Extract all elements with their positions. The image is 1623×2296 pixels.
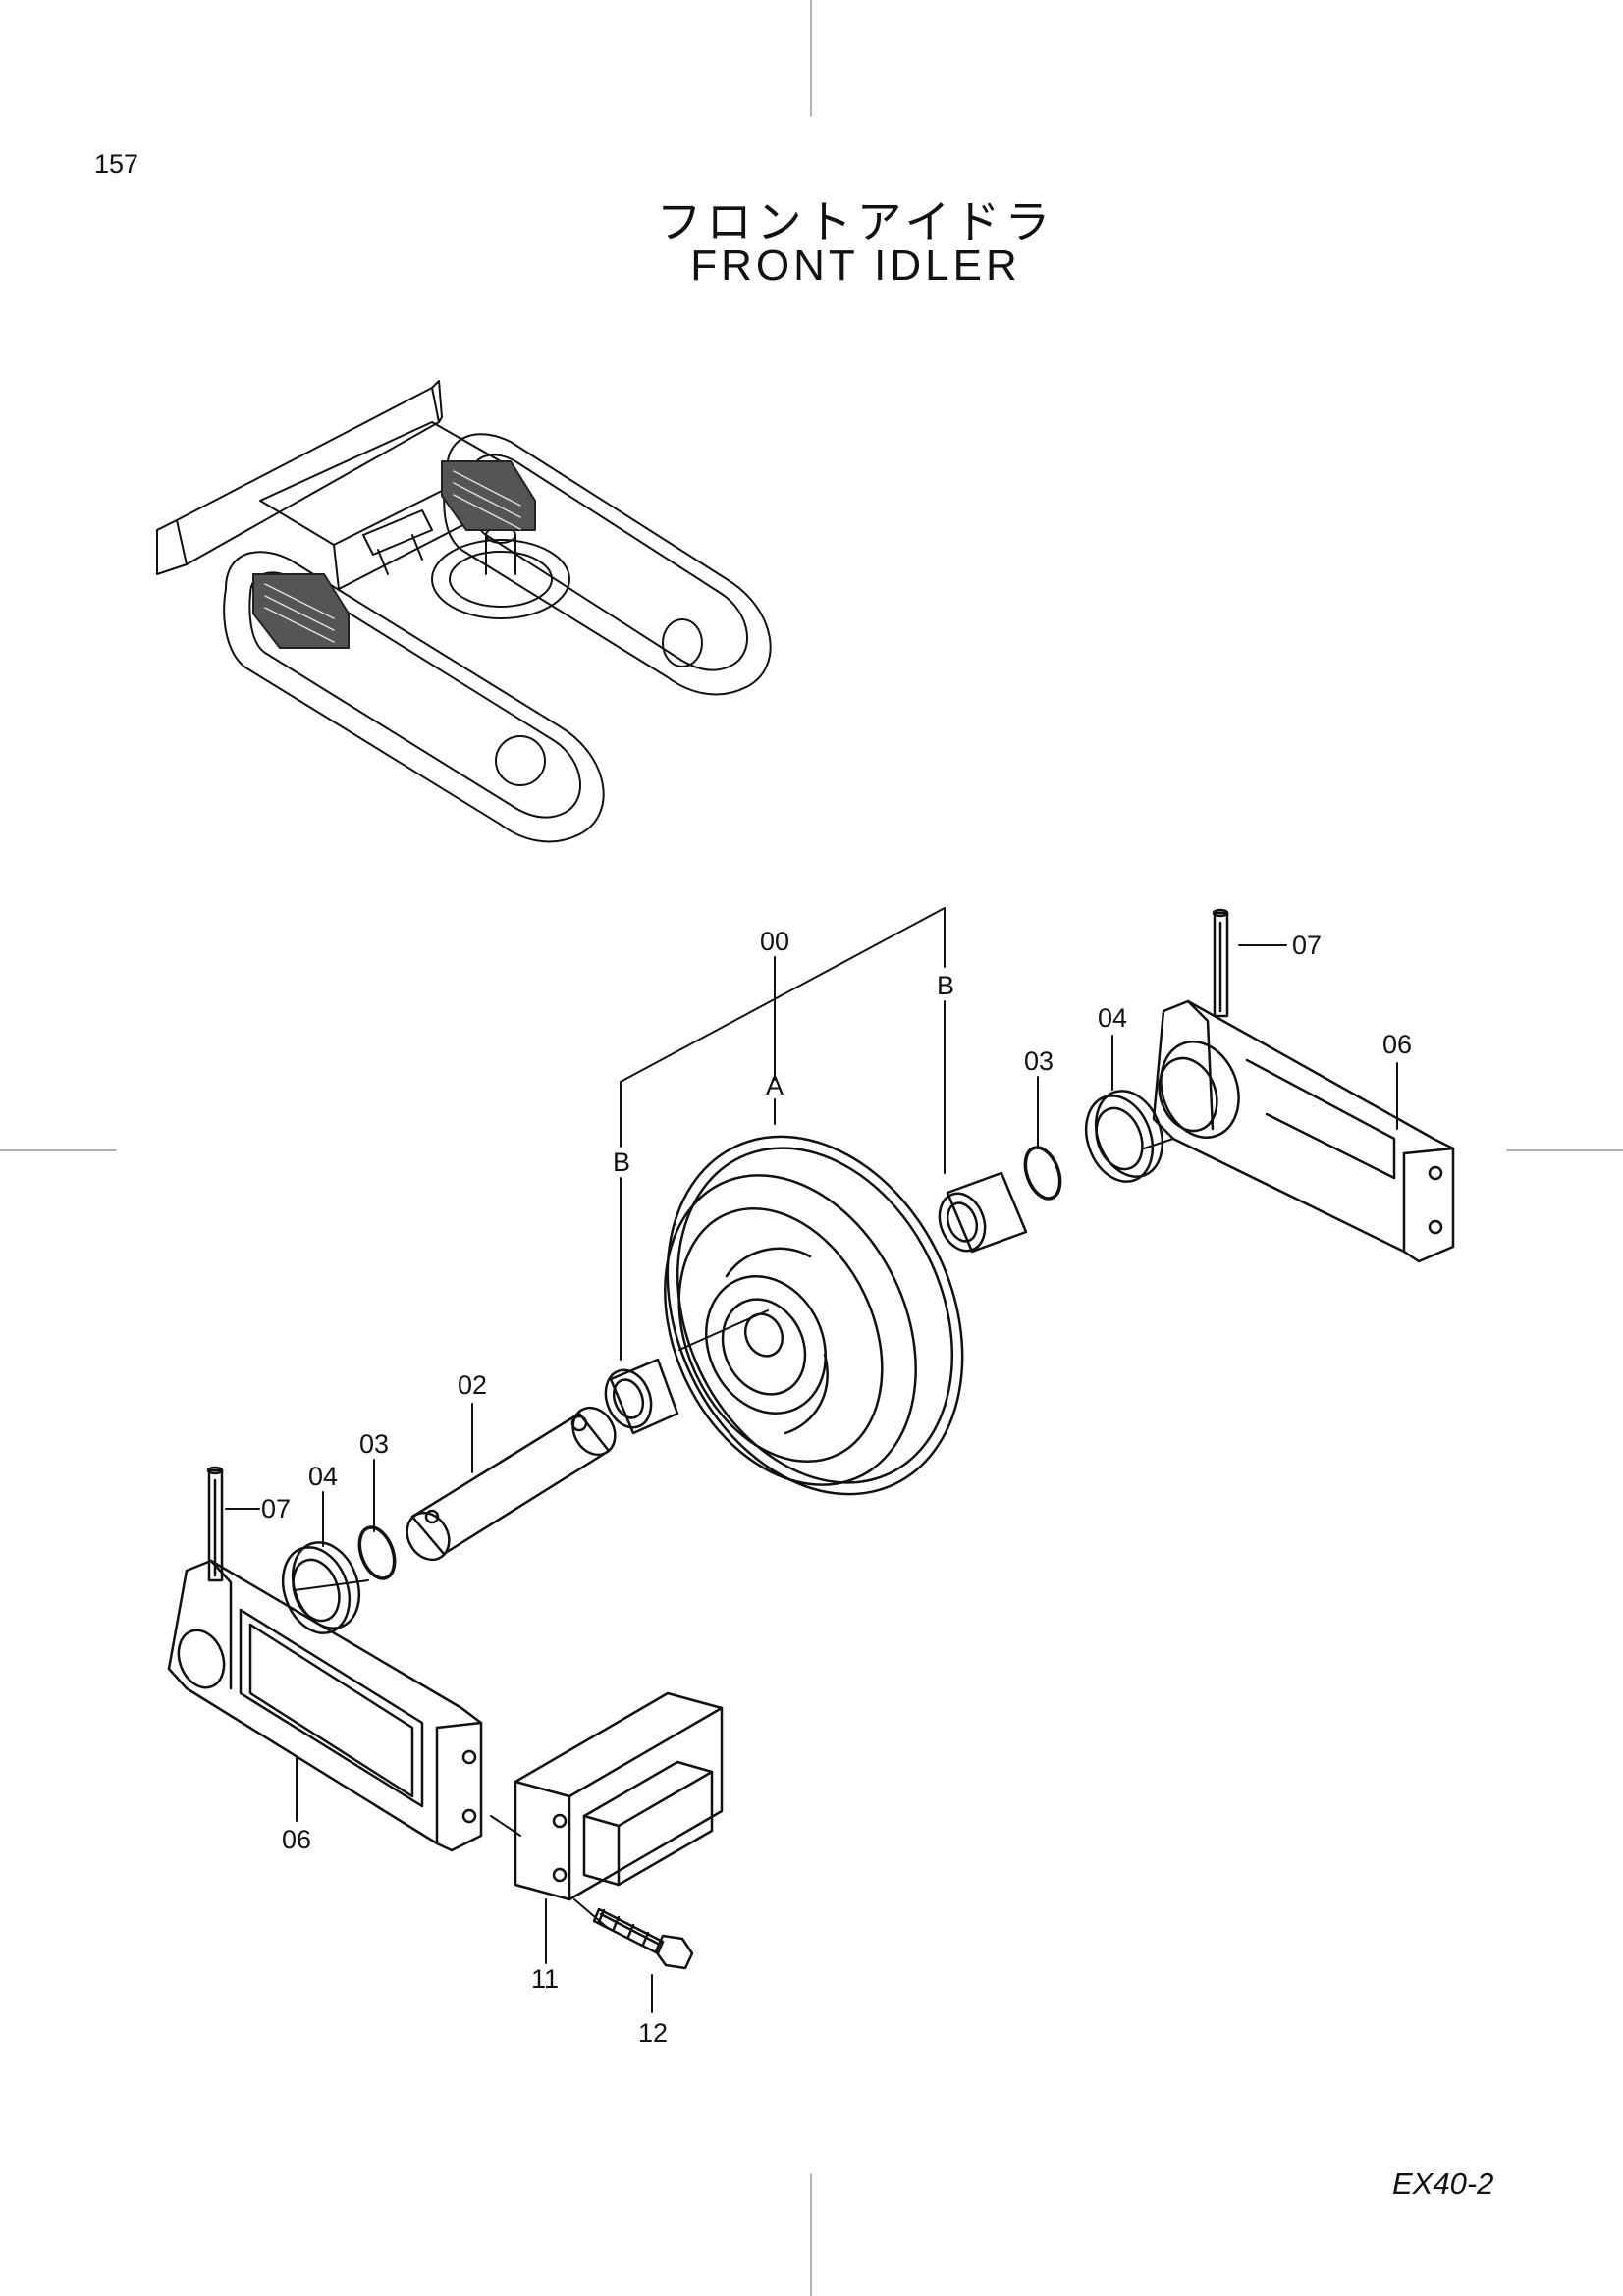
callout-03-left: 03: [359, 1429, 389, 1459]
undercarriage-overview-illustration: [156, 380, 772, 843]
callout-04-right: 04: [1098, 1003, 1127, 1033]
callout-B-right: B: [937, 971, 954, 1000]
callout-07-left: 07: [261, 1494, 291, 1523]
leader-lines: [225, 907, 1398, 2013]
callout-11: 11: [531, 1964, 559, 1994]
callout-07-right: 07: [1292, 931, 1322, 960]
bracket-right: [1152, 999, 1455, 1263]
callout-A: A: [766, 1071, 784, 1100]
callout-B-left: B: [613, 1148, 630, 1177]
page-title-japanese: フロントアイドラ: [656, 196, 1055, 247]
page-number: 157: [94, 149, 139, 179]
floating-seal-right: [1084, 1090, 1164, 1183]
bushing-right: [938, 1171, 1028, 1254]
o-ring-left: [357, 1525, 397, 1580]
o-ring-right: [1023, 1146, 1062, 1201]
callout-03-right: 03: [1024, 1046, 1054, 1076]
idler-yoke-block: [514, 1691, 724, 1901]
page-title-english: FRONT IDLER: [690, 241, 1021, 290]
bracket-left: [167, 1559, 483, 1852]
callout-02: 02: [458, 1370, 487, 1400]
callout-00: 00: [760, 927, 789, 956]
spring-pin-left: [206, 1466, 224, 1582]
callout-06-right: 06: [1382, 1030, 1412, 1059]
callout-04-left: 04: [308, 1462, 338, 1491]
callout-12: 12: [638, 2018, 668, 2048]
spring-pin-right: [1212, 908, 1229, 1018]
front-idler-wheel: [664, 1135, 964, 1496]
callout-06-left: 06: [282, 1825, 311, 1854]
model-code: EX40-2: [1392, 2166, 1494, 2201]
bolt: [592, 1907, 694, 1970]
idler-shaft: [406, 1406, 617, 1562]
bushing-left: [604, 1358, 679, 1435]
callout-labels: 00 A B B 02 03 03 04 04 06 06 07 07 11 1…: [261, 927, 1412, 2048]
